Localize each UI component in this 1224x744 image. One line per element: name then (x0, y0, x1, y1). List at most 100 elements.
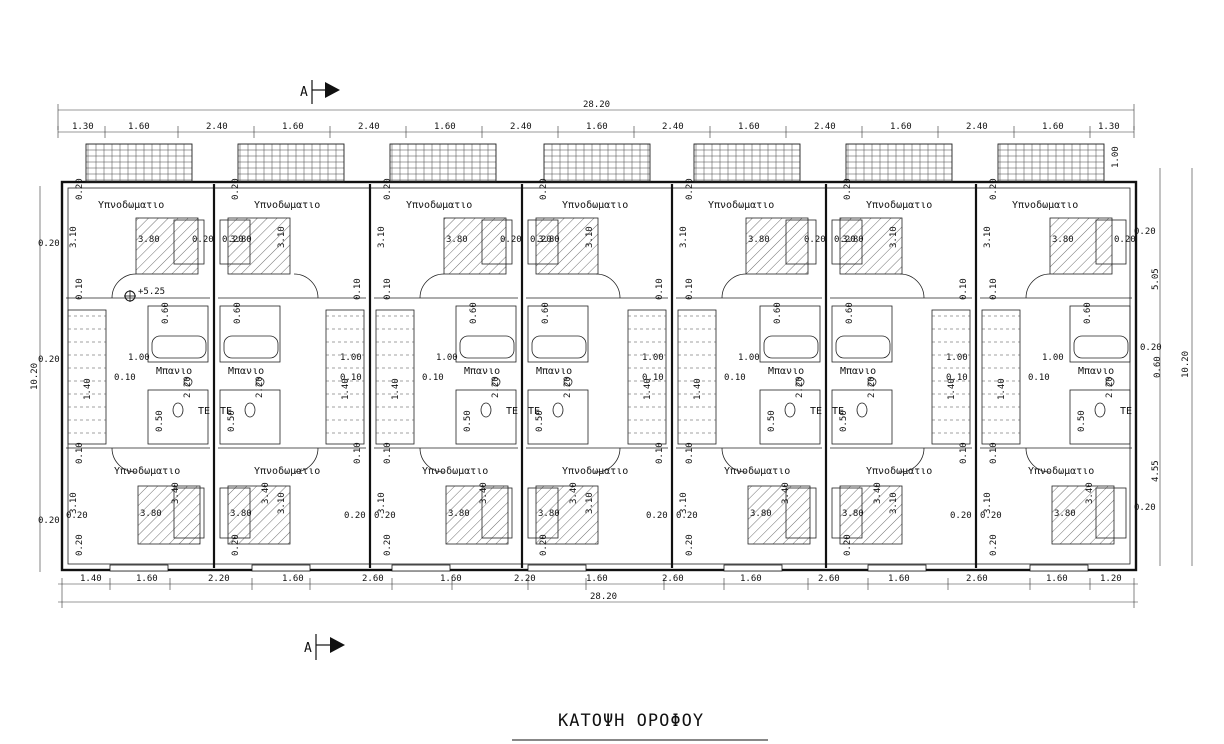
dimension-label: 0.10 (114, 373, 136, 383)
bottom-dimension-label: 1.60 (740, 574, 762, 584)
dimension-label: 0.20 (344, 511, 366, 521)
bathroom (147, 305, 209, 363)
wardrobe (785, 487, 817, 539)
dimension-label: 0.10 (989, 278, 999, 300)
dimension-label: 0.60 (845, 302, 855, 324)
dimension-label: 1.40 (391, 378, 401, 400)
dimension-label: 0.20 (1114, 235, 1136, 245)
top-dimension-label: 2.40 (814, 122, 836, 132)
dimension-label: 1.00 (436, 353, 458, 363)
top-dimension-label: 2.40 (510, 122, 532, 132)
dimension-label: 3.80 (446, 235, 468, 245)
room-label-bath: Μπανιο (840, 366, 876, 377)
dimension-label: 0.10 (422, 373, 444, 383)
dimension-label: 1.00 (1111, 146, 1121, 168)
dimension-label: 0.10 (75, 442, 85, 464)
top-dimension-label: 1.60 (586, 122, 608, 132)
dimension-label: 0.20 (834, 235, 856, 245)
top-dimension-label: 1.60 (282, 122, 304, 132)
wc-room (147, 389, 209, 445)
staircase (627, 309, 667, 445)
bottom-dimension-label: 1.60 (586, 574, 608, 584)
section-marker-bottom: A (304, 634, 345, 660)
wardrobe (219, 487, 251, 539)
door-swing (293, 273, 319, 299)
toilet-icon (856, 402, 868, 418)
dimension-label: 0.60 (1083, 302, 1093, 324)
dimension-label: 3.40 (261, 482, 271, 504)
dimension-label: 0.10 (642, 373, 664, 383)
wardrobe (481, 487, 513, 539)
dimension-label: 2.20 (1105, 376, 1115, 398)
bed-upper (227, 217, 291, 275)
dimension-label: 0.10 (1028, 373, 1050, 383)
dimension-label: 0.10 (724, 373, 746, 383)
staircase (931, 309, 971, 445)
wardrobe (831, 487, 863, 539)
room-label-te: ΤΕ (220, 406, 232, 417)
dimension-label: 0.20 (374, 511, 396, 521)
svg-text:0.20: 0.20 (38, 516, 60, 526)
svg-text:28.20: 28.20 (583, 100, 610, 110)
dimension-label: 3.10 (377, 492, 387, 514)
dimension-label: 3.40 (171, 482, 181, 504)
overall-dimension-bottom: 28.20 (58, 590, 1138, 608)
staircase (677, 309, 717, 445)
dimension-label: 0.10 (655, 278, 665, 300)
window (1029, 564, 1089, 572)
bathtub-icon (835, 335, 891, 359)
wardrobe (1095, 487, 1127, 539)
dimension-label: 1.40 (83, 378, 93, 400)
svg-text:A: A (300, 85, 308, 100)
elevation-marker: +5.25 (124, 287, 165, 302)
room-label-bedroom: Υπνοδωματιο (114, 466, 180, 477)
dimension-label: 3.80 (138, 235, 160, 245)
unit: ΥπνοδωματιοΥπνοδωματιοΜπανιοΤΕ3.103.103.… (526, 178, 668, 556)
room-label-bedroom: Υπνοδωματιο (422, 466, 488, 477)
top-dimension-label: 2.40 (662, 122, 684, 132)
bottom-dimension-label: 2.20 (208, 574, 230, 584)
bathroom (455, 305, 517, 363)
dimension-label: 1.40 (643, 378, 653, 400)
dimension-label: 0.10 (655, 442, 665, 464)
bottom-dimension-label: 2.20 (514, 574, 536, 584)
room-label-te: ΤΕ (810, 406, 822, 417)
balcony (845, 143, 953, 183)
sink-icon (183, 377, 193, 387)
room-label-te: ΤΕ (1120, 406, 1132, 417)
room-label-bath: Μπανιο (464, 366, 500, 377)
toilet-icon (172, 402, 184, 418)
dimension-label: 0.20 (950, 511, 972, 521)
bed-lower (747, 485, 811, 545)
dimension-label: 0.20 (75, 534, 85, 556)
door-swing (293, 447, 319, 473)
dimension-label: 1.40 (341, 378, 351, 400)
dimension-label: 0.10 (685, 278, 695, 300)
room-label-bath: Μπανιο (156, 366, 192, 377)
dimension-label: 3.10 (889, 492, 899, 514)
dimension-label: 3.40 (781, 482, 791, 504)
staircase (67, 309, 107, 445)
door-swing (1025, 447, 1051, 473)
dimension-label: 0.10 (959, 278, 969, 300)
door-swing (899, 273, 925, 299)
toilet-icon (552, 402, 564, 418)
room-label-bedroom: Υπνοδωματιο (1012, 200, 1078, 211)
overall-dimension-top: 28.20 (57, 100, 1135, 130)
top-dimension-label: 1.60 (1042, 122, 1064, 132)
dimension-label: 3.10 (377, 226, 387, 248)
dimension-label: 3.10 (585, 492, 595, 514)
toilet-icon (784, 402, 796, 418)
dimension-label: 0.50 (227, 410, 237, 432)
toilet-icon (1094, 402, 1106, 418)
dimension-label: 3.80 (230, 509, 252, 519)
dimension-label: 3.80 (448, 509, 470, 519)
bottom-dimension-label: 1.60 (282, 574, 304, 584)
dimension-label: 0.20 (676, 511, 698, 521)
wardrobe (785, 219, 817, 265)
top-dimension-label: 2.40 (966, 122, 988, 132)
sink-icon (1105, 377, 1115, 387)
dimension-label: 0.50 (767, 410, 777, 432)
